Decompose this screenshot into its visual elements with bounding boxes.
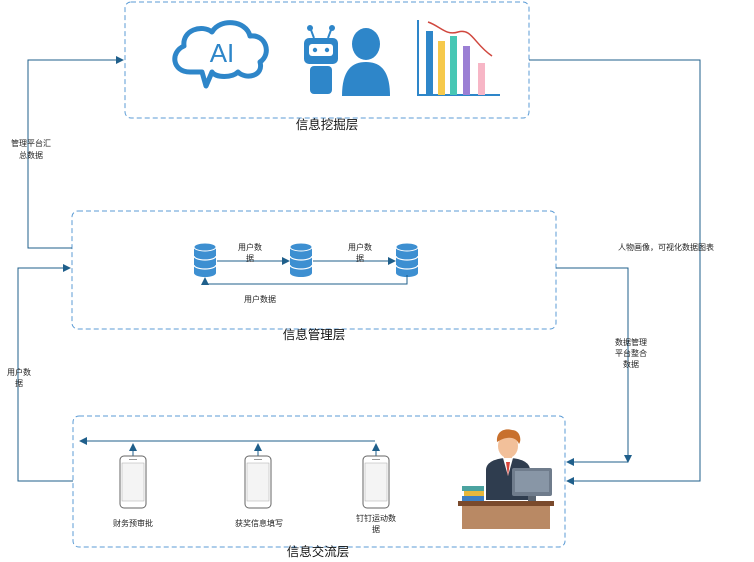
phone-icon-2 <box>244 455 272 509</box>
edge-exchange-to-mgmt-label-2: 据 <box>15 378 23 388</box>
management-layer-box <box>71 210 557 330</box>
phone3-label-2: 据 <box>372 524 380 534</box>
database-icon-2 <box>289 242 313 277</box>
mining-layer-title: 信息挖掘层 <box>296 117 359 132</box>
ai-cloud-icon: AI <box>172 20 269 89</box>
edge-exchange-to-mgmt <box>17 264 73 482</box>
database-icon-3 <box>395 242 419 277</box>
robot-icon <box>304 25 338 94</box>
person-icon <box>342 28 390 96</box>
management-layer-title: 信息管理层 <box>283 327 346 342</box>
db-edge-label-a1: 用户数 <box>238 242 262 252</box>
edge-mgmt-to-exchange <box>556 267 632 463</box>
db-edge-label-b1: 用户数 <box>348 242 372 252</box>
edge-mgmt-to-exchange-label-2: 平台整合 <box>615 348 647 358</box>
manager-at-desk-icon <box>458 429 554 529</box>
edge-mining-to-exchange <box>529 59 701 485</box>
bar-chart-icon <box>417 20 500 96</box>
db-edge-label-a2: 据 <box>246 253 254 263</box>
exchange-layer-box <box>72 415 566 548</box>
edge-mining-to-exchange-label: 人物画像，可视化数据图表 <box>618 242 714 252</box>
database-icon-1 <box>193 242 217 277</box>
edge-mgmt-to-exchange-label-3: 数据 <box>623 359 639 369</box>
ai-text: AI <box>210 38 235 68</box>
db-arrow-back <box>201 275 408 285</box>
mining-layer-box <box>124 1 530 119</box>
phone2-label: 获奖信息填写 <box>235 518 283 528</box>
phone-icon-3 <box>362 455 390 509</box>
phone-icon-1 <box>119 455 147 509</box>
edge-mgmt-to-mining-label-1: 管理平台汇 <box>11 138 51 148</box>
edge-mgmt-to-mining-label-2: 总数据 <box>19 150 43 160</box>
edge-mgmt-to-mining <box>27 56 124 249</box>
phone1-label: 财务预审批 <box>113 518 153 528</box>
edge-exchange-to-mgmt-label-1: 用户数 <box>7 367 31 377</box>
phone3-label-1: 钉钉运动数 <box>356 513 396 523</box>
db-edge-label-back: 用户数据 <box>244 294 276 304</box>
exchange-layer-title: 信息交流层 <box>287 544 350 559</box>
edge-mgmt-to-exchange-label-1: 数据管理 <box>615 337 647 347</box>
db-edge-label-b2: 据 <box>356 253 364 263</box>
